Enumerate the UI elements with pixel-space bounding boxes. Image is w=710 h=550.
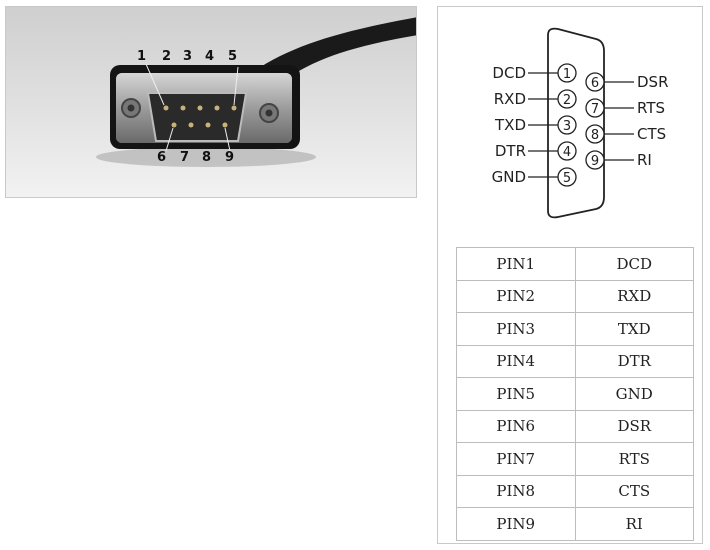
signal-label-left: GND bbox=[492, 168, 526, 186]
signal-label-right: RTS bbox=[637, 99, 665, 117]
signal-label-left: DTR bbox=[495, 142, 526, 160]
pin-number: 9 bbox=[591, 154, 599, 169]
photo-pin-label-1: 1 bbox=[137, 49, 147, 64]
signal-cell: DSR bbox=[574, 409, 694, 443]
photo-pin-label-8: 8 bbox=[202, 150, 212, 165]
pin-cell: PIN3 bbox=[456, 312, 576, 346]
pin-number: 5 bbox=[563, 171, 571, 186]
pin-number: 2 bbox=[563, 93, 571, 108]
signal-label-right: RI bbox=[637, 151, 652, 169]
signal-label-left: RXD bbox=[494, 90, 526, 108]
pin-cell: PIN8 bbox=[456, 474, 576, 508]
signal-label-left: DCD bbox=[492, 64, 526, 82]
photo-pin-label-6: 6 bbox=[157, 150, 167, 165]
pin-cell: PIN7 bbox=[456, 442, 576, 476]
pin-cell: PIN1 bbox=[456, 247, 576, 281]
pin-cell: PIN5 bbox=[456, 377, 576, 411]
pin-number: 6 bbox=[591, 76, 599, 91]
photo-pin-label-7: 7 bbox=[180, 150, 190, 165]
pin-circle bbox=[557, 115, 577, 135]
pin-cell: PIN9 bbox=[456, 507, 576, 541]
pin-cell: PIN4 bbox=[456, 344, 576, 378]
photo-pin-label-5: 5 bbox=[228, 49, 238, 64]
pin-number: 7 bbox=[591, 102, 599, 117]
pin-number: 1 bbox=[563, 67, 571, 82]
photo-pin-label-4: 4 bbox=[205, 49, 215, 64]
photo-pin-label-2: 2 bbox=[162, 49, 172, 64]
signal-label-left: TXD bbox=[494, 116, 526, 134]
pin-circle bbox=[557, 167, 577, 187]
signal-cell: RTS bbox=[574, 442, 694, 476]
signal-label-right: DSR bbox=[637, 73, 669, 91]
signal-cell: DCD bbox=[574, 247, 694, 281]
signal-cell: RI bbox=[574, 507, 694, 541]
signal-cell: TXD bbox=[574, 312, 694, 346]
signal-cell: GND bbox=[574, 377, 694, 411]
photo-pin-label-9: 9 bbox=[225, 150, 235, 165]
pin-number: 4 bbox=[563, 145, 571, 160]
signal-cell: RXD bbox=[574, 279, 694, 313]
pin-number: 8 bbox=[591, 128, 599, 143]
pin-circle bbox=[557, 89, 577, 109]
pin-circle bbox=[557, 141, 577, 161]
signal-cell: CTS bbox=[574, 474, 694, 508]
photo-pin-label-3: 3 bbox=[183, 49, 193, 64]
connector-photo: 1 2 3 4 5 6 7 8 9 bbox=[5, 6, 417, 198]
signal-cell: DTR bbox=[574, 344, 694, 378]
pin-number: 3 bbox=[563, 119, 571, 134]
signal-label-right: CTS bbox=[637, 125, 666, 143]
db9-connector-image bbox=[96, 17, 416, 167]
pin-cell: PIN6 bbox=[456, 409, 576, 443]
pin-cell: PIN2 bbox=[456, 279, 576, 313]
pin-circle bbox=[557, 63, 577, 83]
connector-outline bbox=[547, 27, 605, 219]
